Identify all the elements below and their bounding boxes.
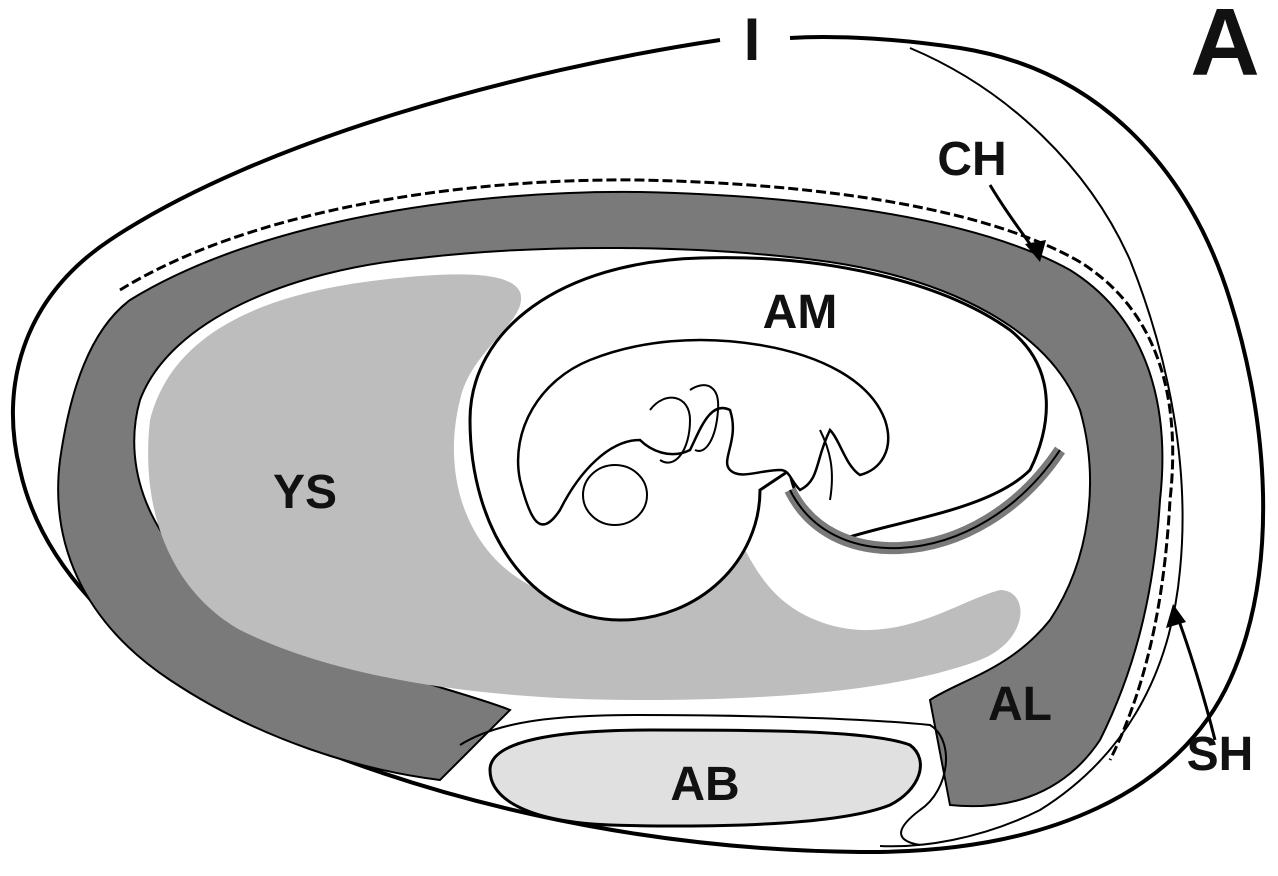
embryo-eye [583,465,647,525]
label-ys: YS [273,466,337,519]
label-sh: SH [1187,728,1254,781]
panel-letter: A [1190,0,1259,96]
label-top: I [744,6,761,73]
label-am: AM [763,286,838,339]
label-ab: AB [670,758,739,811]
label-al: AL [988,678,1052,731]
label-ch: CH [937,133,1006,186]
